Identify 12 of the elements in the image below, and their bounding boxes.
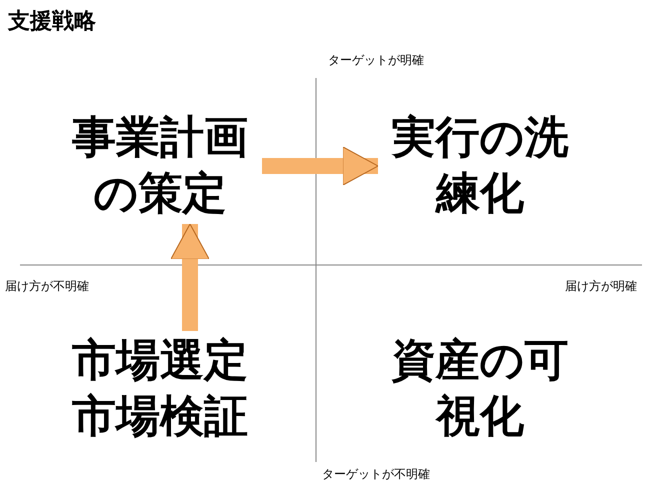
quadrant-heading: 市場検証: [71, 390, 249, 444]
quadrant-heading: 事業計画の策定: [60, 110, 260, 222]
quadrant-heading: 資産の可視化: [380, 333, 580, 445]
quadrant-heading: 市場選定: [71, 334, 249, 388]
diagram-title: 支援戦略: [8, 8, 96, 36]
axis-label: 届け方が不明確: [5, 278, 89, 295]
axis-label: ターゲットが不明確: [322, 466, 430, 483]
block-arrow: [170, 224, 210, 331]
block-arrow: [262, 146, 378, 186]
axis-label: 届け方が明確: [565, 278, 637, 295]
quadrant-heading: 実行の洗練化: [380, 110, 580, 222]
axis-label: ターゲットが明確: [328, 52, 424, 69]
